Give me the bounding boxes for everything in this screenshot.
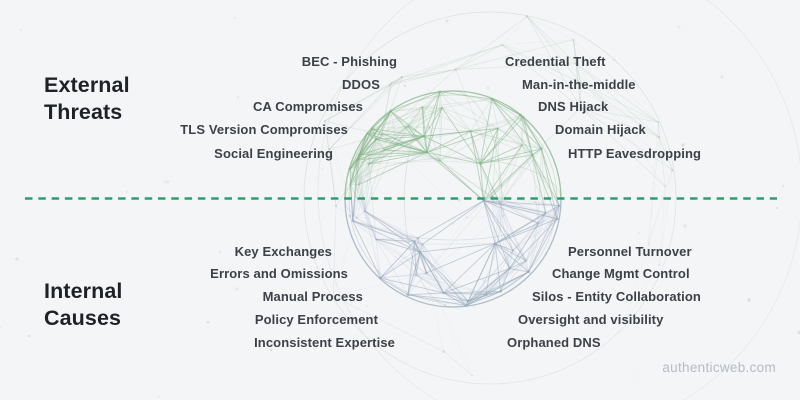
outer-network-top (303, 0, 800, 198)
internal-cause-label: Orphaned DNS (507, 335, 601, 350)
external-threat-label: DNS Hijack (538, 99, 609, 114)
external-threat-label: Social Engineering (214, 146, 333, 161)
external-threat-label: Credential Theft (505, 54, 606, 69)
internal-cause-label: Policy Enforcement (254, 312, 378, 327)
sphere-bottom-hemisphere (344, 198, 562, 308)
external-threat-label: HTTP Eavesdropping (568, 146, 702, 161)
internal-cause-label: Key Exchanges (234, 244, 332, 259)
ambient-dots (0, 16, 800, 399)
external-threat-label: CA Compromises (253, 99, 363, 114)
internal-causes-title: Internal Causes (44, 279, 123, 330)
internal-cause-label: Oversight and visibility (518, 312, 664, 327)
watermark-authenticweb: authenticweb.com (662, 360, 776, 375)
external-threat-label: Domain Hijack (555, 122, 646, 137)
internal-cause-label: Personnel Turnover (568, 244, 692, 259)
internal-cause-label: Manual Process (262, 289, 363, 304)
external-threat-label: BEC - Phishing (301, 54, 397, 69)
internal-cause-label: Inconsistent Expertise (254, 335, 395, 350)
external-threat-label: TLS Version Compromises (180, 122, 348, 137)
internal-cause-label: Silos - Entity Collaboration (532, 289, 701, 304)
sphere-top-hemisphere (344, 90, 562, 198)
external-threats-title: External Threats (44, 73, 130, 124)
internal-cause-label: Change Mgmt Control (552, 266, 690, 281)
external-threat-label: Man-in-the-middle (522, 77, 636, 92)
internal-cause-label: Errors and Omissions (210, 266, 348, 281)
external-threat-label: DDOS (342, 77, 380, 92)
